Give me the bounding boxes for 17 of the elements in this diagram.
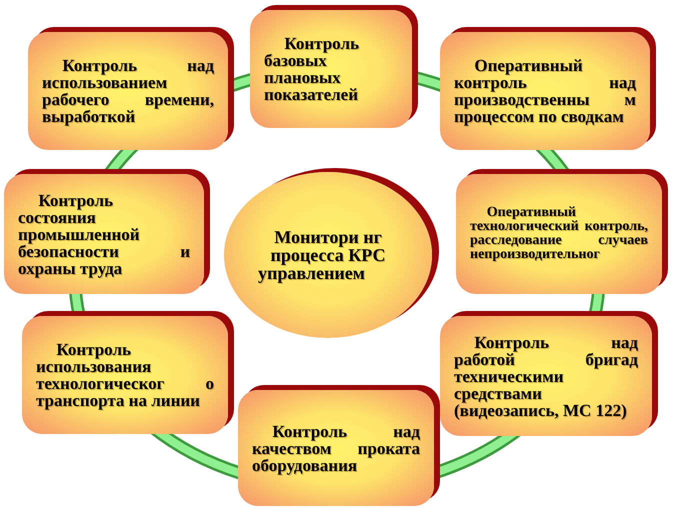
box-text: Контроль над работой бригад техническими средствами (видеозапись, МС 122) — [454, 334, 638, 418]
process-box — [238, 390, 434, 506]
process-box — [456, 174, 662, 294]
process-box — [440, 32, 650, 150]
process-box — [440, 316, 652, 436]
process-box — [4, 174, 204, 294]
box-text: Контроль использования технологическог о транспорта на линии — [36, 341, 214, 409]
process-box — [28, 32, 228, 150]
box-text: Монитори нг процесса КРС управлением — [258, 228, 386, 282]
box-text: Оперативный контроль над производственны м процессом по сводкам — [454, 57, 636, 125]
process-box — [22, 316, 228, 434]
box-text: Контроль базовых плановых показателей — [264, 35, 360, 103]
box-text: Контроль состояния промышленной безопасности и охраны труда — [18, 192, 190, 276]
box-text: Контроль над качеством проката оборудования — [252, 422, 420, 474]
process-box — [250, 10, 412, 128]
box-text: Оперативный технологический контроль, расследование случаев непроизводительног — [470, 206, 648, 262]
box-text: Контроль над использованием рабочего времени, выработкой — [42, 57, 214, 125]
